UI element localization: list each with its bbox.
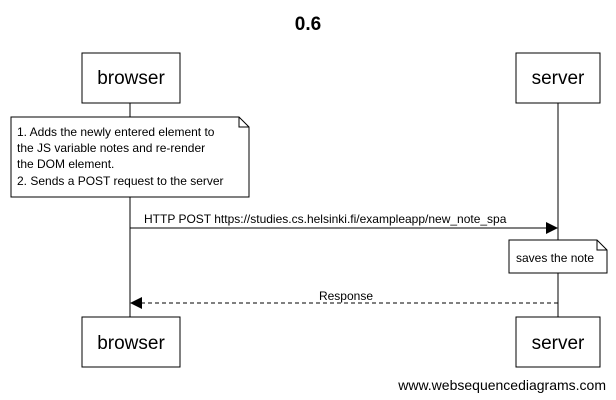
browser-note: 1. Adds the newly entered element to the… [10, 116, 250, 198]
diagram-title: 0.6 [295, 14, 321, 35]
server-note: saves the note [508, 239, 608, 274]
participant-browser-label: browser [97, 68, 165, 89]
browser-note-line: the DOM element. [17, 157, 114, 171]
browser-note-line: the JS variable notes and re-render [17, 141, 205, 155]
participant-server-bottom: server [515, 316, 601, 368]
request-message-label: HTTP POST https://studies.cs.helsinki.fi… [144, 212, 507, 226]
server-note-label: saves the note [516, 251, 594, 265]
footer-watermark: www.websequencediagrams.com [397, 377, 606, 393]
response-message: Response [130, 289, 558, 309]
participant-browser-top: browser [81, 52, 181, 104]
browser-note-line: 1. Adds the newly entered element to [17, 125, 215, 139]
participant-server-label: server [532, 333, 585, 354]
browser-note-line: 2. Sends a POST request to the server [17, 174, 224, 188]
request-message: HTTP POST https://studies.cs.helsinki.fi… [130, 212, 558, 234]
participant-server-top: server [515, 52, 601, 104]
participant-browser-label: browser [97, 333, 165, 354]
response-message-label: Response [319, 289, 373, 303]
participant-server-label: server [532, 68, 585, 89]
participant-browser-bottom: browser [81, 316, 181, 368]
